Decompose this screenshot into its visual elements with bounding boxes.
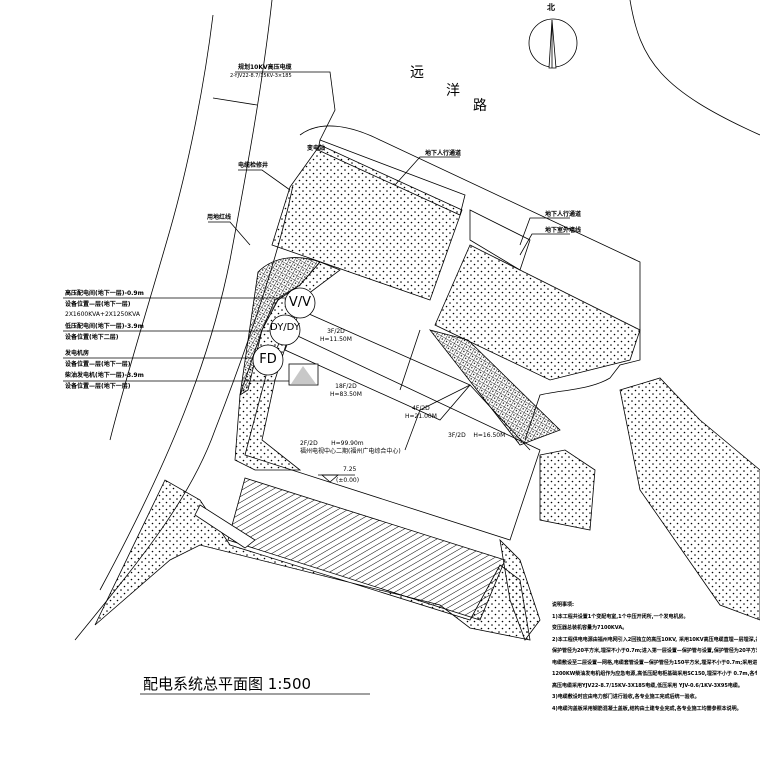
symbol-circle bbox=[284, 287, 316, 319]
legend-left-item: 柴油发电机(地下一层)-3.9m bbox=[65, 372, 144, 379]
legend-left-item: 低压配电间(地下一层)-3.9m bbox=[65, 323, 144, 330]
callout-boundary: 用地红线 bbox=[207, 214, 232, 221]
legend-left-item: 2X1600KVA+2X1250KVA bbox=[65, 311, 140, 318]
road-edge bbox=[99, 0, 273, 591]
green-area bbox=[619, 377, 760, 621]
callout-tunnel: 地下人行通道 bbox=[545, 211, 582, 218]
road-edge bbox=[109, 14, 214, 441]
callout-cable-well: 电缆检修井 bbox=[238, 162, 269, 169]
callout-basement-line: 地下室外墙线 bbox=[545, 227, 582, 234]
green-area bbox=[499, 538, 541, 641]
legend-left-item: 发电机房 bbox=[65, 350, 90, 357]
north-arrow bbox=[528, 18, 578, 69]
green-area bbox=[434, 244, 641, 381]
note-line: 1)本工程共设置1个变配电室,1个中压开闭所,一个发电机房。 bbox=[552, 613, 689, 620]
paved-area bbox=[428, 329, 561, 446]
legend-left-item: 设备位置—层(地下一层) bbox=[65, 361, 131, 368]
note-line: 电缆敷设至二层设置—网格,电缆套管设置—保护管径为150平方米,埋深不小于0.7… bbox=[552, 659, 757, 666]
note-line: 高压电缆采用YJV22-8.7/15KV-3X185电缆,低压采用 YJV-0.… bbox=[552, 682, 743, 689]
callout-room: 变电站 bbox=[307, 145, 326, 152]
road-name-char: 路 bbox=[473, 98, 487, 114]
site-boundary bbox=[299, 125, 641, 441]
callout-top-cable: 规划10KV高压电缆 bbox=[238, 64, 292, 71]
legend-left-item: 设备位置(地下二层) bbox=[65, 334, 119, 341]
legend-left-item: 高压配电间(地下一层)-0.9m bbox=[65, 290, 144, 297]
building-label: 3F/2D H=16.50M bbox=[448, 432, 506, 439]
road-name-char: 远 bbox=[410, 65, 424, 81]
road-edge bbox=[629, 0, 760, 136]
symbol-circle bbox=[269, 314, 301, 346]
north-label: 北 bbox=[547, 3, 555, 12]
design-notes: 说明事项: 1)本工程共设置1个变配电室,1个中压开闭所,一个发电机房。 变压器… bbox=[552, 600, 757, 715]
note-line: 保护管径为20平方米,埋深不小于0.7m;进入第一层设置—保护管与设置,保护管径… bbox=[552, 648, 757, 654]
elevation-base: (±0.00) bbox=[336, 477, 360, 484]
note-line: 变压器总装机容量为7100KVA。 bbox=[552, 625, 628, 631]
symbol-dydy: DY/DY bbox=[270, 322, 300, 333]
green-area bbox=[539, 449, 596, 531]
notes-heading: 说明事项: bbox=[552, 602, 574, 608]
note-line: 3)电缆敷设时应由电力部门进行验收,各专业施工完成后统一验收。 bbox=[552, 694, 700, 700]
legend-left-item: 设备位置—层(地下一层) bbox=[65, 301, 131, 308]
elevation-value: 7.25 bbox=[343, 466, 357, 473]
callout-tunnel: 地下人行通道 bbox=[425, 150, 462, 157]
symbol-fd: FD bbox=[259, 352, 277, 367]
hatched-strip bbox=[227, 477, 506, 621]
drawing-scale: 1:500 bbox=[267, 675, 312, 693]
road-name-char: 洋 bbox=[446, 83, 460, 99]
symbol-vv: V/V bbox=[288, 295, 312, 310]
drawing-title: 配电系统总平面图 1:500 bbox=[143, 675, 312, 693]
callout-top-cable-spec: 2-YJV22-8.7/15KV-3×185 bbox=[230, 73, 292, 79]
green-area bbox=[234, 261, 341, 471]
green-area bbox=[271, 144, 463, 301]
note-line: 2)本工程供电电源由福州电网引入2回独立的高压10KV, 采用10KV高压电缆直… bbox=[552, 636, 757, 643]
symbol-circle bbox=[252, 344, 284, 376]
note-line: 1200KW柴油发电机组作为应急电源,高低压配电柜基础采用SC150,埋深不小于… bbox=[552, 671, 757, 677]
legend-left-item: 设备位置—层(地下一层) bbox=[65, 383, 131, 390]
note-line: 4)电缆沟盖板采用钢筋混凝土盖板,结构由土建专业完成,各专业施工均需参照本说明。 bbox=[552, 705, 742, 712]
